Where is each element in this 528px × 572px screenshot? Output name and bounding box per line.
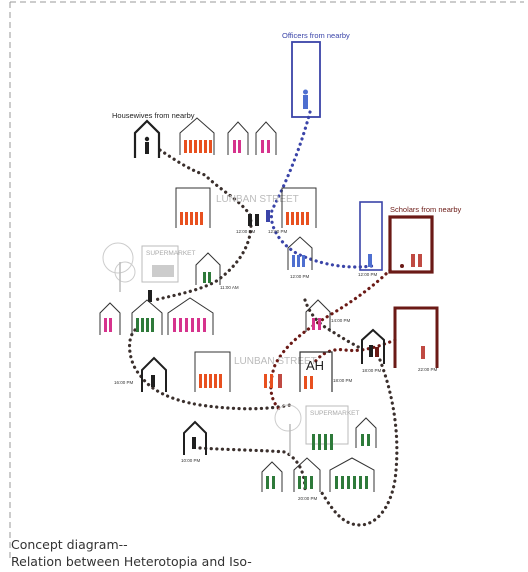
street-top-label: LUNBAN STREET xyxy=(216,194,299,205)
bottom-left-house: 10:00 PM xyxy=(181,420,207,463)
lunban-street-mid: 16:00 PM LUNBAN STREET AH 18:00 PM xyxy=(114,351,353,392)
middle-left-houses xyxy=(99,297,214,335)
scholar-black-house: 18:00 PM xyxy=(361,328,385,373)
pink-house: 14:00 PM xyxy=(305,299,351,332)
time-scholar-top: 12:00 PM xyxy=(358,272,378,277)
housewives-house: Housewives from nearby xyxy=(112,111,195,158)
scholars-label: Scholars from nearby xyxy=(390,205,462,214)
scholar-route-a xyxy=(269,268,392,412)
officer-route xyxy=(269,110,374,269)
scholars-house-low: 22:00 PM xyxy=(393,306,439,372)
caption-line-2: Relation between Heterotopia and Iso- xyxy=(11,554,252,569)
supermarket-right-label: SUPERMARKET xyxy=(310,410,360,417)
officers-mid-house: 12:00 PM xyxy=(287,236,313,279)
bottom-route xyxy=(198,446,307,492)
scholars-building: Scholars from nearby xyxy=(388,205,462,274)
time-scholar-low: 22:00 PM xyxy=(418,367,438,372)
time-ah: 18:00 PM xyxy=(333,378,353,383)
scholar-route-c xyxy=(318,358,399,527)
top-row-houses xyxy=(179,117,277,155)
supermarket-right: SUPERMARKET xyxy=(274,404,377,455)
caption-line-1: Concept diagram-- xyxy=(11,537,128,552)
scholar-blue-building: 12:00 PM xyxy=(358,201,383,277)
time-bottom-house: 10:00 PM xyxy=(181,458,201,463)
supermarket-left: SUPERMARKET 11:00 AM xyxy=(102,242,239,302)
time-housewife-top: 12:00 PM xyxy=(236,229,256,234)
lunban-street-top: LUNBAN STREET 12:00 PM 12:00 PM xyxy=(175,187,317,234)
time-scholar-house: 18:00 PM xyxy=(362,368,382,373)
route-lines xyxy=(127,110,399,527)
officers-building: Officers from nearby xyxy=(282,31,350,118)
street-mid-label: LUNBAN STREET xyxy=(234,356,317,367)
time-bottom-mid: 20:00 PM xyxy=(298,496,318,501)
time-left-market: 11:00 AM xyxy=(220,285,239,290)
supermarket-left-label: SUPERMARKET xyxy=(146,250,196,257)
bottom-row-houses: 20:00 PM xyxy=(261,457,375,501)
time-officer-mid: 12:00 PM xyxy=(290,274,310,279)
time-pink: 14:00 PM xyxy=(331,318,351,323)
ah-label: AH xyxy=(306,358,324,373)
time-left-house: 16:00 PM xyxy=(114,380,134,385)
time-officer-top: 12:00 PM xyxy=(268,229,288,234)
scholar-route-b xyxy=(313,338,397,364)
housewives-label: Housewives from nearby xyxy=(112,111,195,120)
officers-label: Officers from nearby xyxy=(282,31,350,40)
housewife-route-left xyxy=(127,328,292,411)
